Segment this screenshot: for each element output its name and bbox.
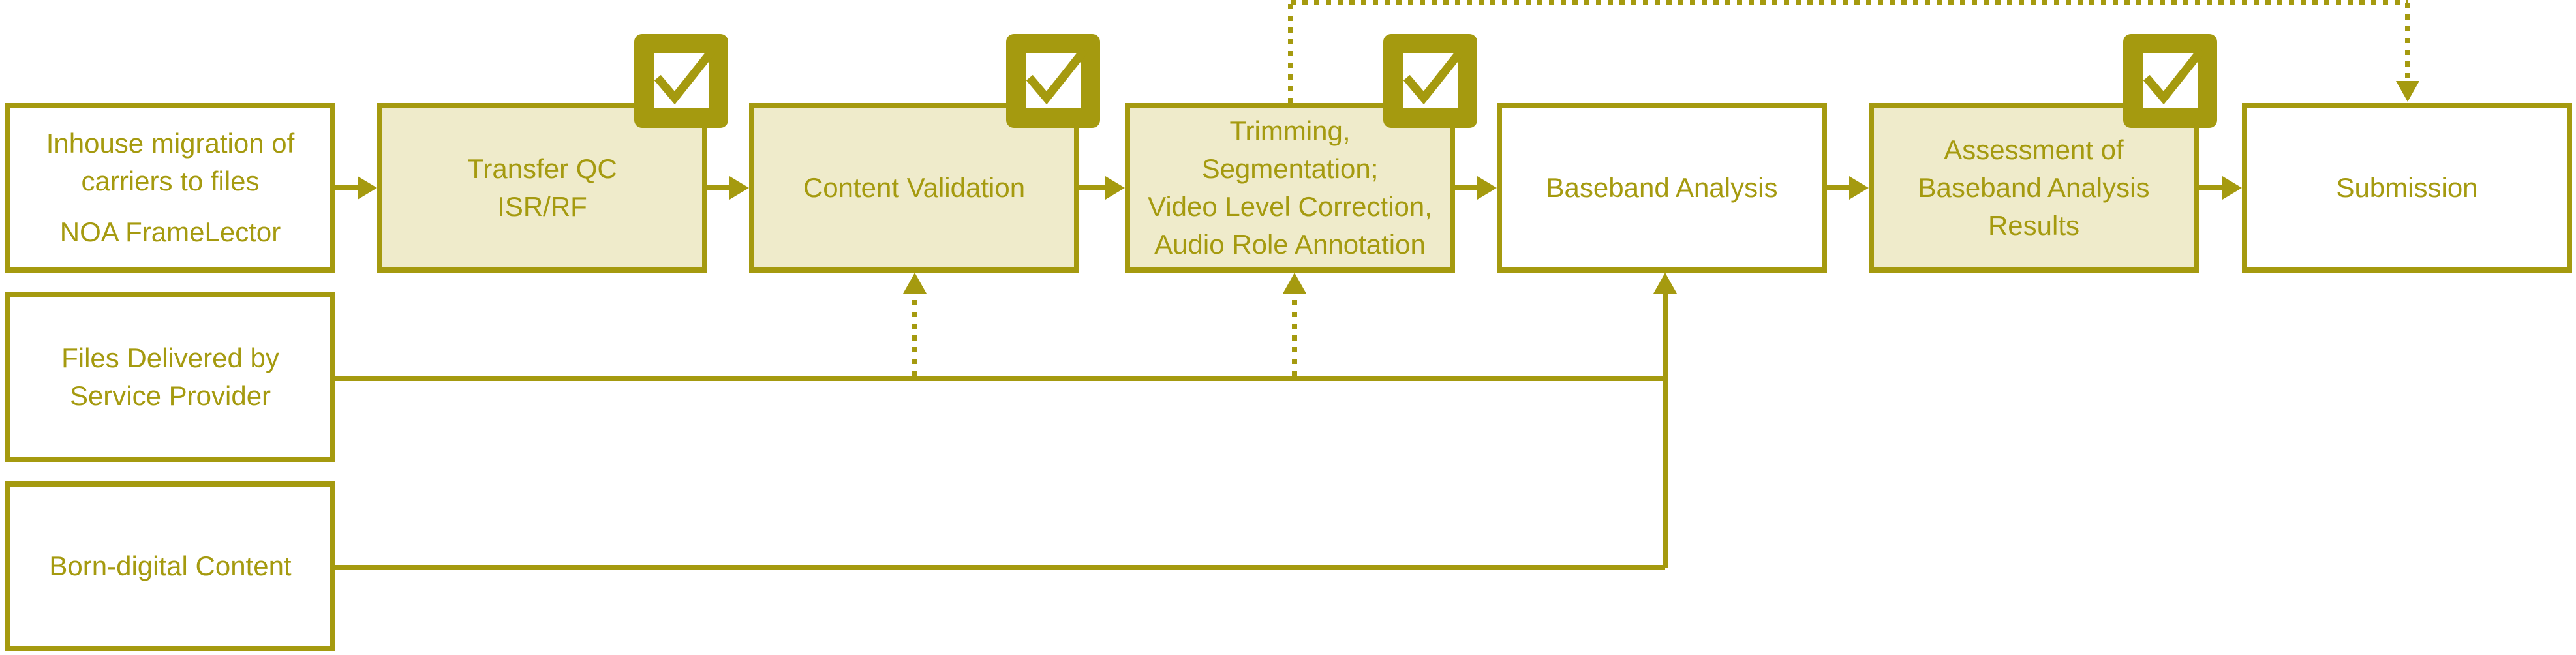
- step-trimming-line-4: Audio Role Annotation: [1154, 228, 1426, 260]
- step-submission-line-1: Submission: [2336, 172, 2478, 204]
- step-transfer-line-1: Transfer QC: [467, 153, 617, 185]
- source-born-line-1: Born-digital Content: [49, 551, 292, 582]
- source-delivered-line-2: Service Provider: [69, 380, 271, 411]
- source-box-born-digital: Born-digital Content: [5, 481, 335, 651]
- step-baseband-line-1: Baseband Analysis: [1546, 172, 1778, 204]
- step-assessment-line-2: Baseband Analysis: [1918, 172, 2150, 204]
- flow-arrow-5: [1849, 176, 1869, 200]
- checkmark-icon: [1383, 34, 1477, 128]
- step-assessment-line-3: Results: [1987, 209, 2080, 241]
- step-box-content-validation: Content Validation: [749, 103, 1079, 273]
- flow-arrow-1: [358, 176, 377, 200]
- step-trimming-line-2: Segmentation;: [1201, 153, 1379, 185]
- step-box-baseband-analysis: Baseband Analysis: [1497, 103, 1827, 273]
- validation-dotted-arrow: [903, 273, 927, 294]
- step-trimming-line-3: Video Level Correction,: [1148, 191, 1432, 222]
- bypass-dotted-arrow: [2396, 81, 2419, 102]
- step-validation-line-1: Content Validation: [803, 172, 1026, 204]
- source-inhouse-line-2: carriers to files: [81, 166, 260, 197]
- source-box-inhouse: Inhouse migration of carriers to files N…: [5, 103, 335, 273]
- checkmark-icon: [634, 34, 728, 128]
- baseband-feed-arrow: [1653, 273, 1677, 294]
- flow-arrow-6: [2222, 176, 2242, 200]
- step-trimming-line-1: Trimming,: [1229, 115, 1351, 147]
- source-inhouse-line-1: Inhouse migration of: [46, 128, 295, 159]
- flow-arrow-3: [1105, 176, 1125, 200]
- step-box-transfer-qc: Transfer QC ISR/RF: [377, 103, 707, 273]
- step-transfer-line-2: ISR/RF: [497, 191, 587, 222]
- flow-arrow-4: [1477, 176, 1497, 200]
- step-box-submission: Submission: [2242, 103, 2572, 273]
- step-box-assessment: Assessment of Baseband Analysis Results: [1869, 103, 2199, 273]
- flow-arrow-2: [729, 176, 749, 200]
- source-delivered-line-1: Files Delivered by: [61, 343, 279, 374]
- trimming-dotted-arrow: [1283, 273, 1306, 294]
- source-inhouse-line-3: NOA FrameLector: [59, 216, 281, 247]
- checkmark-icon: [2123, 34, 2217, 128]
- source-box-delivered: Files Delivered by Service Provider: [5, 292, 335, 462]
- step-box-trimming: Trimming, Segmentation; Video Level Corr…: [1125, 103, 1455, 273]
- checkmark-icon: [1006, 34, 1100, 128]
- step-assessment-line-1: Assessment of: [1944, 134, 2124, 166]
